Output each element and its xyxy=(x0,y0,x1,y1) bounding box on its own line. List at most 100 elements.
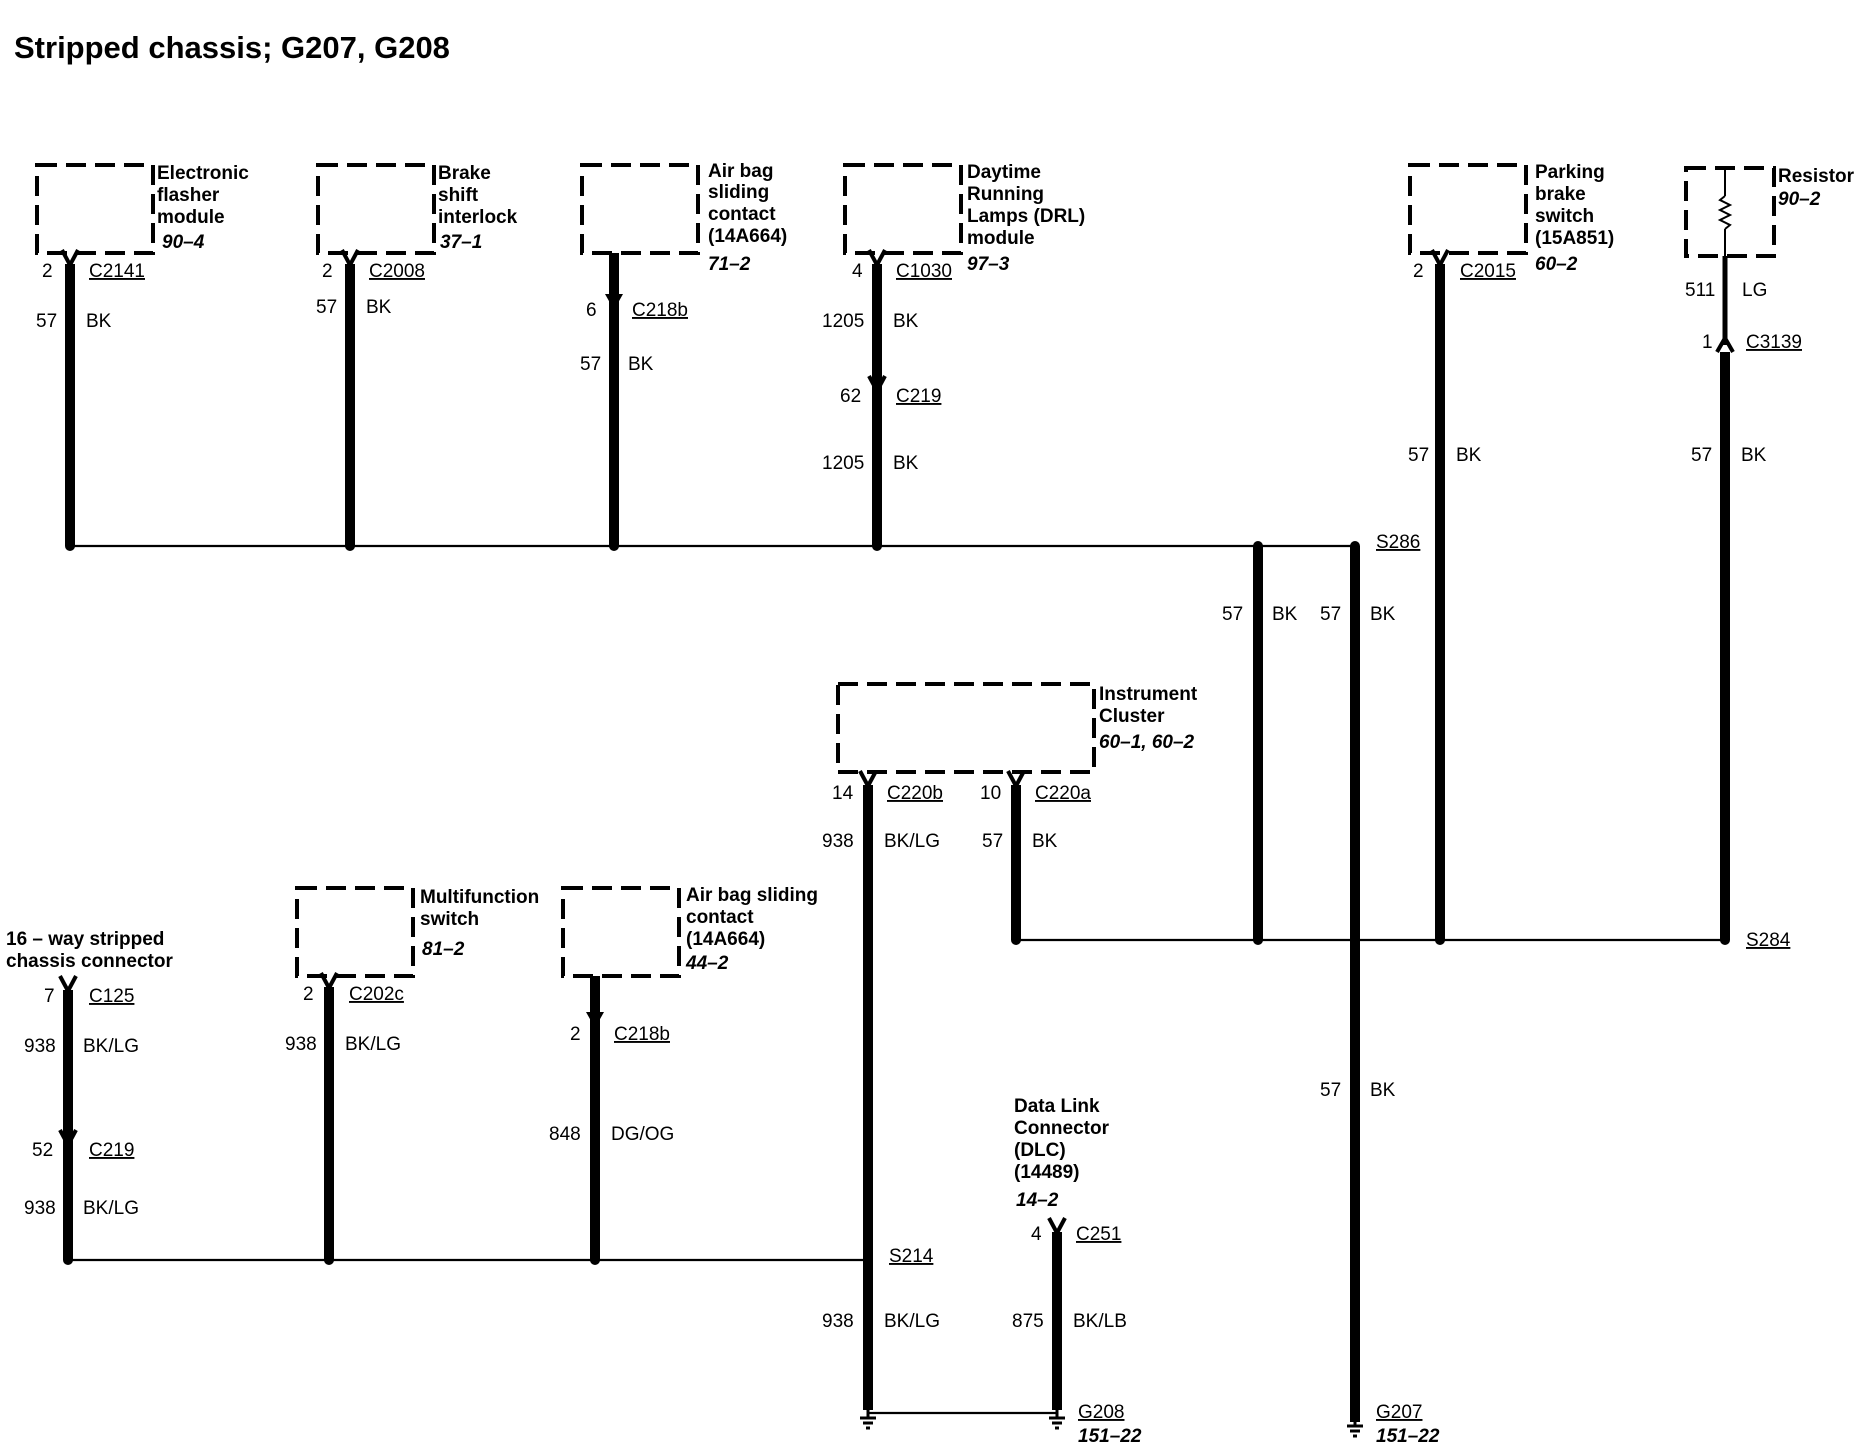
connector-arrow-icon xyxy=(586,1012,604,1028)
component-label: flasher xyxy=(157,185,220,206)
connector-id: C2015 xyxy=(1460,261,1516,282)
wire-color: BK xyxy=(366,297,392,318)
wire-color: BK xyxy=(1741,445,1767,466)
multifunction-switch-box xyxy=(295,886,415,978)
circuit-number: 938 xyxy=(285,1034,317,1055)
wire-color: BK xyxy=(628,354,654,375)
ground-label: G207 xyxy=(1376,1402,1422,1423)
component-label: brake xyxy=(1535,184,1586,205)
wire-color: BK/LG xyxy=(83,1198,139,1219)
instrument-cluster: Instrument Cluster 60–1, 60–2 xyxy=(836,682,1198,774)
wire-color: BK/LG xyxy=(345,1034,401,1055)
component-label: Lamps (DRL) xyxy=(967,206,1085,227)
parking-brake-switch: Parking brake switch (15A851) 60–2 xyxy=(1408,162,1614,275)
pin-number: 52 xyxy=(32,1140,53,1161)
pin-number: 62 xyxy=(840,386,861,407)
connector-id: C202c xyxy=(349,984,404,1005)
wire-color: BK/LG xyxy=(83,1036,139,1057)
pin-number: 7 xyxy=(44,986,55,1007)
component-label: Data Link xyxy=(1014,1096,1100,1117)
connector-fork-icon xyxy=(1047,1216,1067,1235)
page-reference: 81–2 xyxy=(422,939,465,960)
resistor-box xyxy=(1684,166,1776,258)
connector-id: C251 xyxy=(1076,1224,1121,1245)
component-label: Resistor xyxy=(1778,166,1855,187)
circuit-number: 1205 xyxy=(822,453,864,474)
page-reference: 97–3 xyxy=(967,254,1010,275)
wire-color: BK xyxy=(1032,831,1058,852)
air-bag-box xyxy=(561,886,681,978)
pin-number: 2 xyxy=(322,261,333,282)
circuit-number: 938 xyxy=(822,831,854,852)
component-label: interlock xyxy=(438,207,518,228)
circuit-number: 57 xyxy=(982,831,1003,852)
circuit-number: 57 xyxy=(36,311,57,332)
splice-label: S286 xyxy=(1376,532,1420,553)
component-label: (14A664) xyxy=(708,226,787,247)
electronic-flasher-module: Electronic flasher module 90–4 xyxy=(35,163,249,255)
connector-arrow-icon xyxy=(1715,333,1735,353)
pin-number: 14 xyxy=(832,783,854,804)
circuit-number: 57 xyxy=(316,297,337,318)
component-label: module xyxy=(157,207,225,228)
air-bag-box xyxy=(580,163,700,255)
wire-color: BK xyxy=(1456,445,1482,466)
component-label: Parking xyxy=(1535,162,1605,183)
circuit-number: 938 xyxy=(24,1036,56,1057)
multifunction-switch: Multifunction switch 81–2 xyxy=(295,886,539,978)
brake-shift-interlock-box xyxy=(316,163,436,255)
wire-color: BK xyxy=(1272,604,1298,625)
pin-number: 4 xyxy=(852,261,863,282)
component-label: sliding xyxy=(708,182,769,203)
air-bag-sliding-contact-bottom: Air bag sliding contact (14A664) 44–2 xyxy=(561,885,818,978)
pin-number: 2 xyxy=(303,984,314,1005)
component-label: (DLC) xyxy=(1014,1140,1066,1161)
component-label: (14A664) xyxy=(686,929,765,950)
connector-id: C220a xyxy=(1035,783,1091,804)
component-label: Daytime xyxy=(967,162,1041,183)
brake-shift-interlock: Brake shift interlock 37–1 xyxy=(316,163,518,255)
wire-color: BK/LG xyxy=(884,831,940,852)
component-label: Brake xyxy=(438,163,491,184)
pin-number: 2 xyxy=(42,261,53,282)
air-bag-sliding-contact-top: Air bag sliding contact (14A664) 71–2 xyxy=(580,161,787,275)
page-reference: 90–4 xyxy=(162,232,205,253)
component-label: 16 – way stripped xyxy=(6,929,164,950)
component-label: chassis connector xyxy=(6,951,173,972)
circuit-number: 938 xyxy=(822,1311,854,1332)
pin-number: 10 xyxy=(980,783,1001,804)
wire-color: LG xyxy=(1742,280,1767,301)
splice-point xyxy=(863,1255,873,1265)
connector-fork-icon xyxy=(867,248,887,267)
connector-id: C1030 xyxy=(896,261,952,282)
page-reference: 44–2 xyxy=(685,953,729,974)
component-label: Electronic xyxy=(157,163,249,184)
connector-id: C219 xyxy=(89,1140,134,1161)
wire-color: DG/OG xyxy=(611,1124,674,1145)
component-label: module xyxy=(967,228,1035,249)
resistor-icon xyxy=(1717,195,1733,230)
circuit-number: 875 xyxy=(1012,1311,1044,1332)
circuit-number: 57 xyxy=(1691,445,1712,466)
circuit-number: 57 xyxy=(580,354,601,375)
splice-label: S284 xyxy=(1746,930,1791,951)
wire-color: BK xyxy=(1370,604,1396,625)
ground-label: G208 xyxy=(1078,1402,1124,1423)
page-reference: 60–1, 60–2 xyxy=(1099,732,1195,753)
circuit-number: 57 xyxy=(1222,604,1243,625)
connector-id: C2008 xyxy=(369,261,425,282)
page-reference: 71–2 xyxy=(708,254,751,275)
connector-id: C3139 xyxy=(1746,332,1802,353)
component-label: switch xyxy=(1535,206,1594,227)
drl-module: Daytime Running Lamps (DRL) module 97–3 xyxy=(843,162,1085,275)
data-link-connector: Data Link Connector (DLC) (14489) 14–2 xyxy=(1014,1096,1110,1211)
wire-color: BK xyxy=(893,453,919,474)
instrument-cluster-box xyxy=(836,682,1096,774)
connector-fork-icon xyxy=(340,248,360,267)
ground-icon xyxy=(1345,1416,1365,1438)
connector-id: C125 xyxy=(89,986,134,1007)
component-label: (15A851) xyxy=(1535,228,1614,249)
page-reference: 37–1 xyxy=(440,232,482,253)
connector-arrow-icon xyxy=(605,294,623,310)
